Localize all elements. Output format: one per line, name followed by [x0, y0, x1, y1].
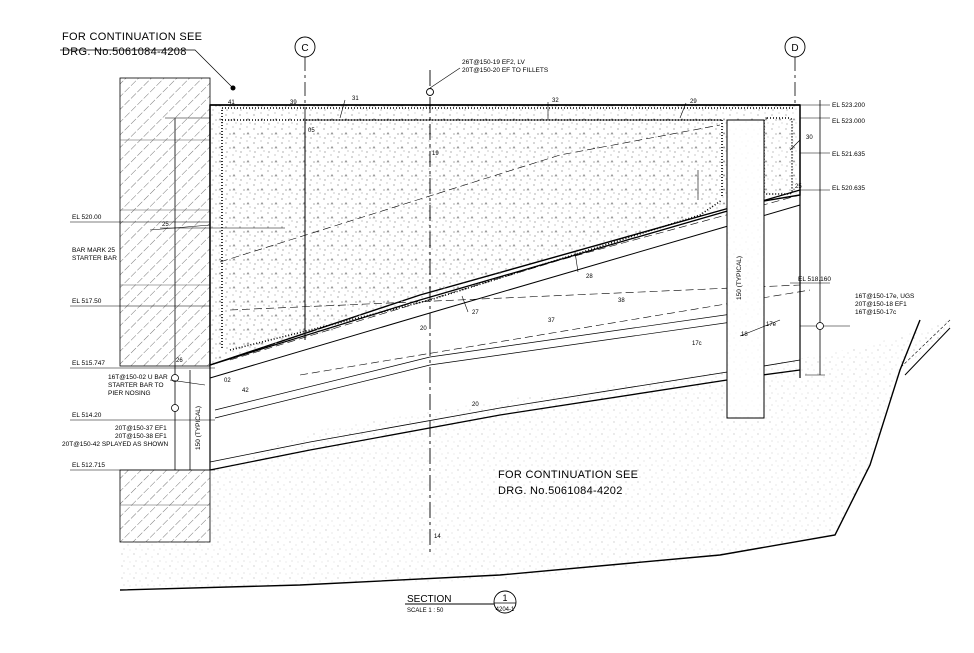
bar-mark-19: 19	[432, 151, 439, 157]
level-515-747: EL 515.747	[72, 360, 105, 367]
note-top-line2: 20T@150-20 EF TO FILLETS	[462, 67, 549, 74]
centerline-marker	[426, 88, 434, 96]
bar-mark-31: 31	[352, 96, 359, 102]
note-ubar-line1: 16T@150-02 U BAR	[108, 374, 168, 381]
note-bar25-line1: BAR MARK 25	[72, 247, 115, 254]
typical-left: 150 (TYPICAL)	[195, 406, 202, 450]
bar-mark-27: 27	[472, 310, 479, 316]
bar-mark-29: 29	[690, 99, 697, 105]
top-continuation-leader	[60, 49, 236, 91]
bar-mark-17e: 17e	[766, 322, 777, 328]
note-top-line1: 26T@150-19 EF2, LV	[462, 59, 526, 66]
note-ef-line3: 20T@150-42 SPLAYED AS SHOWN	[62, 441, 168, 448]
pier-column	[726, 119, 765, 419]
bar-mark-17c: 17c	[692, 341, 702, 347]
bar-mark-05: 05	[308, 128, 315, 134]
grid-c	[294, 36, 316, 150]
left-dimension-lines	[70, 117, 215, 471]
bar-mark-25: 25	[162, 222, 169, 228]
note-ef-line2: 20T@150-38 EF1	[115, 433, 167, 440]
continuation-bottom-line1: FOR CONTINUATION SEE	[498, 469, 638, 481]
bar-mark-26: 26	[176, 358, 183, 364]
grid-bubble-c: C	[301, 43, 308, 54]
level-520-00: EL 520.00	[72, 214, 102, 221]
bar-mark-39: 39	[290, 100, 297, 106]
section-sheet: 4204-1	[496, 607, 515, 613]
bar-mark-leaders	[149, 99, 850, 386]
note-ef-line1: 20T@150-37 EF1	[115, 425, 167, 432]
grid-d	[784, 36, 806, 105]
typical-right: 150 (TYPICAL)	[736, 256, 743, 300]
note-bar25-line2: STARTER BAR	[72, 255, 117, 262]
bar-mark-37: 37	[548, 318, 555, 324]
bar-mark-41: 41	[228, 100, 235, 106]
bar-mark-20-lower: 20	[472, 402, 479, 408]
note-right-line2: 20T@150-18 EF1	[855, 301, 907, 308]
left-masonry-wall	[119, 77, 211, 543]
bar-mark-25-right: 25	[795, 184, 802, 190]
bar-mark-20: 20	[420, 326, 427, 332]
bar-mark-14: 14	[434, 534, 441, 540]
section-title: SECTION	[407, 594, 451, 605]
continuation-top-line1: FOR CONTINUATION SEE	[62, 31, 202, 43]
bar-mark-28: 28	[586, 274, 593, 280]
section-scale: SCALE 1 : 50	[407, 608, 444, 614]
section-number: 1	[502, 593, 507, 603]
continuation-bottom-line2: DRG. No.5061084-4202	[498, 485, 623, 497]
level-518-160: EL 518.160	[798, 276, 831, 283]
bar-mark-30: 30	[806, 135, 813, 141]
level-523-200: EL 523.200	[832, 102, 865, 109]
bar-mark-32: 32	[552, 98, 559, 104]
bar-mark-42: 42	[242, 388, 249, 394]
note-right-line3: 16T@150-17c	[855, 309, 897, 316]
level-520-635: EL 520.635	[832, 185, 865, 192]
level-521-635: EL 521.635	[832, 151, 865, 158]
continuation-top-line2: DRG. No.5061084-4208	[62, 46, 187, 58]
grid-bubble-d: D	[791, 43, 798, 54]
level-523-000: EL 523.000	[832, 118, 865, 125]
note-ubar-line2: STARTER BAR TO	[108, 382, 164, 389]
bar-mark-38: 38	[618, 298, 625, 304]
section-title-block: SECTION SCALE 1 : 50 1 4204-1	[405, 590, 517, 614]
level-514-20: EL 514.20	[72, 412, 102, 419]
note-ubar-line3: PIER NOSING	[108, 390, 151, 397]
right-note-marker	[816, 322, 824, 330]
note-right-line1: 16T@150-17e, UGS	[855, 293, 915, 300]
level-517-50: EL 517.50	[72, 298, 102, 305]
level-512-715: EL 512.715	[72, 462, 105, 469]
bar-mark-18: 18	[741, 332, 748, 338]
bar-mark-02: 02	[224, 378, 231, 384]
